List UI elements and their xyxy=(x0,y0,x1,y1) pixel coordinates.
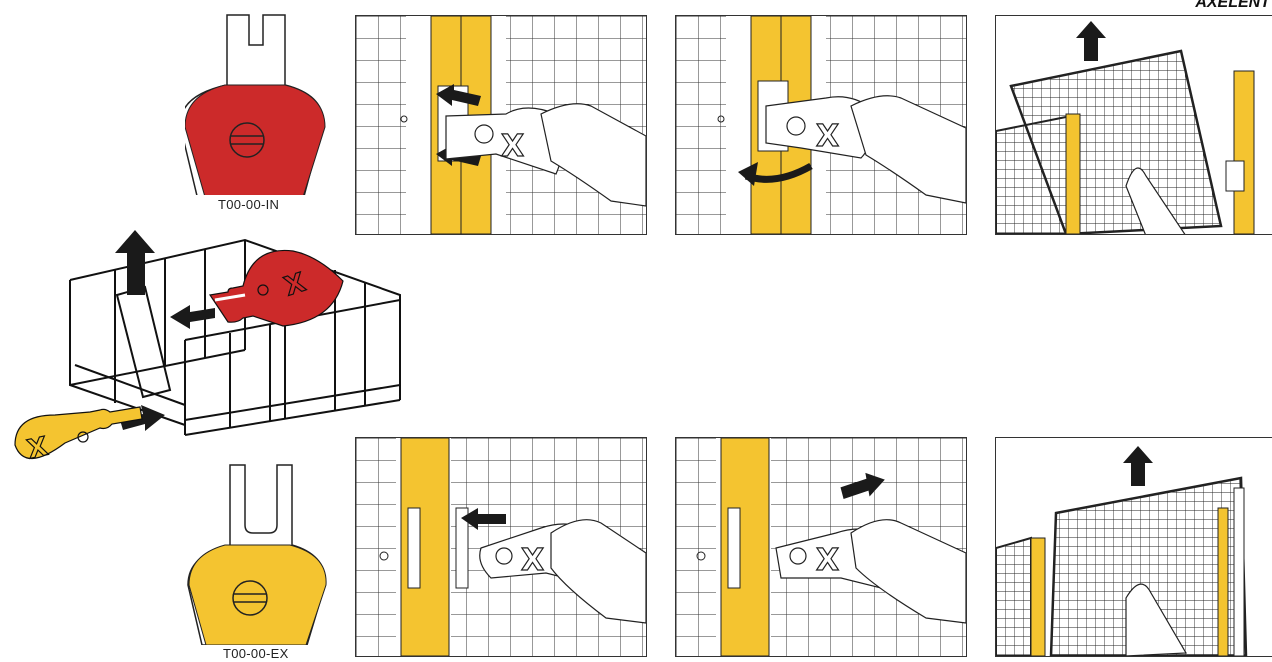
up-arrow-icon xyxy=(1123,446,1153,486)
svg-text:X: X xyxy=(501,129,524,164)
cage-illustration: X X xyxy=(5,225,415,485)
left-arrow-icon xyxy=(170,305,215,329)
key-external-small: X xyxy=(15,407,142,465)
key-external-label: T00-00-EX xyxy=(223,646,289,661)
brand-logo: AXELENT xyxy=(1195,0,1270,12)
panel-step-insert-external: X xyxy=(355,437,647,657)
key-internal-fill xyxy=(185,85,325,195)
key-external-illustration xyxy=(185,460,335,645)
panel-step-insert-internal: X xyxy=(355,15,647,235)
svg-text:X: X xyxy=(816,119,839,154)
key-external-fill xyxy=(189,545,326,645)
key-internal-label: T00-00-IN xyxy=(218,197,279,212)
panel-step-turn-internal: X xyxy=(675,15,967,235)
svg-text:X: X xyxy=(521,543,544,578)
panel-step-lift-internal xyxy=(995,15,1272,235)
up-arrow-icon xyxy=(1076,21,1106,61)
svg-text:X: X xyxy=(816,543,839,578)
panel-step-lift-external xyxy=(995,437,1272,657)
key-internal-illustration xyxy=(185,10,335,195)
panel-step-turn-external: X xyxy=(675,437,967,657)
